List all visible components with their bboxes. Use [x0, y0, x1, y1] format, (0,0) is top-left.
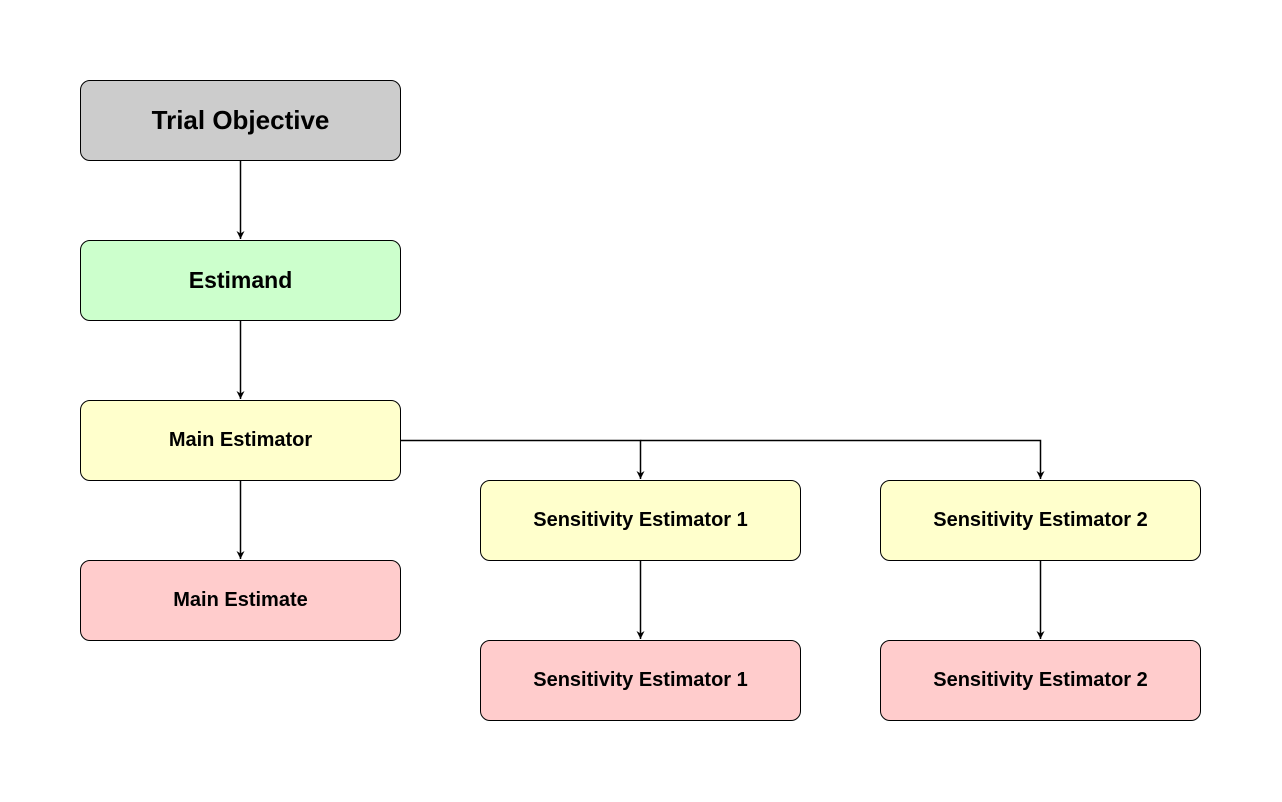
edge-main-estimator-to-sensitivity-2 [640, 439, 1045, 479]
sensitivity-estimator-2-label: Sensitivity Estimator 2 [933, 509, 1148, 531]
main-estimator-label: Main Estimator [168, 429, 313, 451]
estimand-node[interactable]: Estimand [80, 240, 401, 321]
estimand-label: Estimand [188, 267, 293, 293]
trial-objective-node[interactable]: Trial Objective [80, 80, 401, 161]
edge-main-estimator-to-sensitivity-1 [401, 439, 645, 479]
main-estimator-node[interactable]: Main Estimator [80, 400, 401, 481]
sensitivity-result-1-label: Sensitivity Estimator 1 [533, 669, 748, 691]
sensitivity-estimator-2-node[interactable]: Sensitivity Estimator 2 [880, 480, 1201, 561]
sensitivity-estimator-1-node[interactable]: Sensitivity Estimator 1 [480, 480, 801, 561]
trial-objective-label: Trial Objective [151, 105, 330, 135]
main-estimate-node[interactable]: Main Estimate [80, 560, 401, 641]
sensitivity-result-2-label: Sensitivity Estimator 2 [933, 669, 1148, 691]
main-estimate-label: Main Estimate [173, 589, 308, 611]
sensitivity-result-1-node[interactable]: Sensitivity Estimator 1 [480, 640, 801, 721]
sensitivity-estimator-1-label: Sensitivity Estimator 1 [533, 509, 748, 531]
sensitivity-result-2-node[interactable]: Sensitivity Estimator 2 [880, 640, 1201, 721]
